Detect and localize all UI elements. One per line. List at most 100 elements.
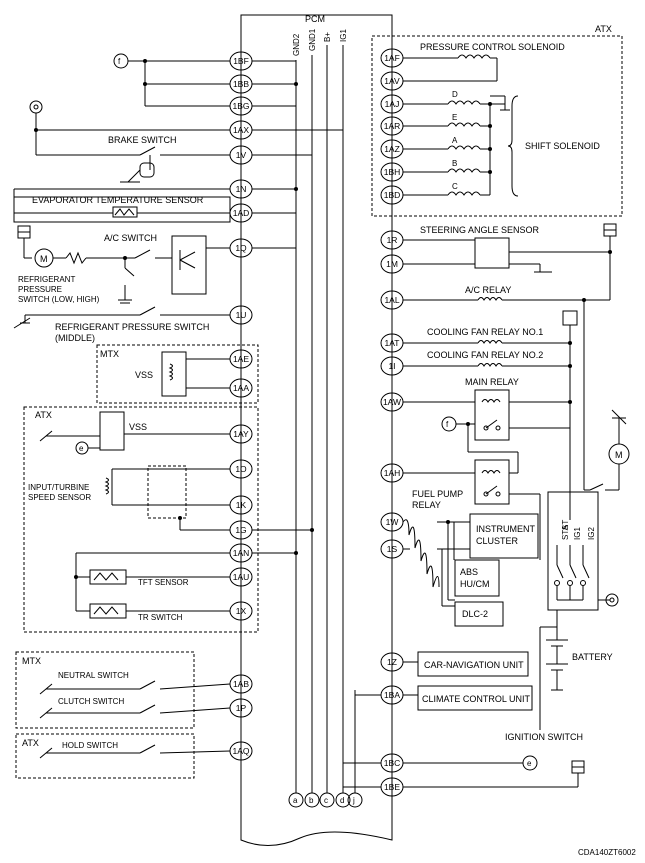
bottom-terminals: a b c d j <box>288 792 363 808</box>
hold-switch-label: HOLD SWITCH <box>62 741 118 750</box>
svg-text:1BG: 1BG <box>232 101 249 111</box>
comm-bus-devices: INSTRUMENT CLUSTER ABS HU/CM DLC-2 <box>402 513 539 627</box>
ign-st: ST <box>561 520 570 530</box>
left-pins: 1BF 1BB 1BG 1AX 1V 1N 1AD 1Q 1U 1AE 1AA … <box>229 51 253 761</box>
main-relay: MAIN RELAY f <box>403 377 572 473</box>
svg-text:1AA: 1AA <box>233 383 249 393</box>
svg-text:1AE: 1AE <box>233 354 249 364</box>
shift-d: D <box>452 90 458 99</box>
shift-e: E <box>452 113 457 122</box>
svg-text:1AW: 1AW <box>383 397 401 407</box>
svg-text:1W: 1W <box>386 517 399 527</box>
ign-ig1: IG1 <box>573 527 582 540</box>
atx-solenoids: ATX PRESSURE CONTROL SOLENOID D E A B C … <box>371 24 623 217</box>
svg-text:1BA: 1BA <box>384 690 400 700</box>
bus-ig1: IG1 <box>339 29 348 42</box>
battery-label: BATTERY <box>572 652 613 662</box>
atx-section: ATX VSS e INPUT/TURBINE SPEED SENSOR <box>23 406 314 633</box>
mtx-1-label: MTX <box>100 349 119 359</box>
svg-text:1S: 1S <box>387 544 398 554</box>
ac-switch-circuit: M A/C SWITCH REFRIGERANT PRESSURE SWITCH… <box>17 225 230 304</box>
shift-a: A <box>452 136 458 145</box>
svg-text:1X: 1X <box>236 606 247 616</box>
svg-text:1BB: 1BB <box>233 79 249 89</box>
fan-relay-1-label: COOLING FAN RELAY NO.1 <box>427 327 543 337</box>
svg-text:1BD: 1BD <box>384 190 401 200</box>
shift-solenoid-coils <box>403 95 510 196</box>
bottom-right-circuits: e <box>343 755 585 788</box>
shift-c: C <box>452 182 458 191</box>
atx-hold-switch: ATX HOLD SWITCH <box>15 733 231 779</box>
diagram-code: CDA140ZT6002 <box>578 848 636 857</box>
shift-b: B <box>452 159 457 168</box>
tr-switch-label: TR SWITCH <box>138 613 183 622</box>
tft-sensor-label: TFT SENSOR <box>138 578 189 587</box>
fuel-pump-motor: M <box>584 409 630 491</box>
svg-text:1AD: 1AD <box>233 208 250 218</box>
brake-switch-label: BRAKE SWITCH <box>108 135 177 145</box>
svg-text:1V: 1V <box>236 150 247 160</box>
refrig-switch-label-1: REFRIGERANT <box>18 275 75 284</box>
svg-text:1BF: 1BF <box>233 56 249 66</box>
motor-m-label: M <box>40 254 48 264</box>
svg-text:1AX: 1AX <box>233 125 249 135</box>
abs-label-1: ABS <box>460 567 478 577</box>
terminal-c: c <box>324 796 328 805</box>
bus-gnd2: GND2 <box>292 33 301 56</box>
svg-text:1BH: 1BH <box>384 167 401 177</box>
f-left-terminal: f <box>118 57 121 66</box>
bus-bplus: B+ <box>323 32 332 42</box>
svg-text:1AT: 1AT <box>385 338 400 348</box>
svg-text:1BC: 1BC <box>384 758 401 768</box>
ac-relay-label: A/C RELAY <box>465 285 511 295</box>
fan-relay-2-label: COOLING FAN RELAY NO.2 <box>427 350 543 360</box>
car-nav-label: CAR-NAVIGATION UNIT <box>424 660 524 670</box>
svg-text:1O: 1O <box>235 464 247 474</box>
ignition-switch-label: IGNITION SWITCH <box>505 732 583 742</box>
ign-ig2: IG2 <box>587 527 596 540</box>
terminal-d: d <box>340 796 344 805</box>
e-right-terminal: e <box>527 759 532 768</box>
terminal-j: j <box>352 796 355 805</box>
shift-solenoid-label: SHIFT SOLENOID <box>525 141 600 151</box>
pressure-solenoid-label: PRESSURE CONTROL SOLENOID <box>420 42 565 52</box>
vss-1-label: VSS <box>135 370 153 380</box>
svg-text:1AL: 1AL <box>384 295 399 305</box>
fuel-pump-relay: FUEL PUMP RELAY <box>403 459 541 560</box>
atx-1-label: ATX <box>35 410 52 420</box>
svg-text:1AF: 1AF <box>384 53 400 63</box>
svg-text:1BE: 1BE <box>384 782 400 792</box>
relay-circuits: A/C RELAY COOLING FAN RELAY NO.1 COOLING… <box>403 285 610 520</box>
svg-text:1Q: 1Q <box>235 243 247 253</box>
brake-switch: BRAKE SWITCH <box>29 100 230 183</box>
refrig-switch-label-2: PRESSURE <box>18 285 62 294</box>
fuel-pump-label-1: FUEL PUMP <box>412 489 463 499</box>
instrument-cluster-label-1: INSTRUMENT <box>476 524 535 534</box>
svg-text:1I: 1I <box>388 361 395 371</box>
svg-text:1AQ: 1AQ <box>232 746 249 756</box>
svg-text:1P: 1P <box>236 703 247 713</box>
clutch-switch-label: CLUTCH SWITCH <box>58 697 124 706</box>
refrig-middle-label-1: REFRIGERANT PRESSURE SWITCH <box>55 322 209 332</box>
motor-m2-label: M <box>615 450 623 460</box>
svg-text:1M: 1M <box>386 259 398 269</box>
svg-text:1AV: 1AV <box>384 76 400 86</box>
instrument-cluster-label-2: CLUSTER <box>476 536 519 546</box>
nav-climate: CAR-NAVIGATION UNIT CLIMATE CONTROL UNIT <box>355 651 533 711</box>
ign-sta: STA <box>561 524 570 540</box>
svg-text:1U: 1U <box>236 310 247 320</box>
climate-label: CLIMATE CONTROL UNIT <box>422 694 531 704</box>
svg-text:1R: 1R <box>387 235 398 245</box>
svg-text:1Z: 1Z <box>387 657 397 667</box>
pcm-title: PCM <box>305 14 325 24</box>
input-turbine-label-2: SPEED SENSOR <box>28 493 91 502</box>
neutral-switch-label: NEUTRAL SWITCH <box>58 671 129 680</box>
pcm-body: PCM GND2 GND1 B+ IG1 <box>240 14 393 846</box>
svg-text:1AZ: 1AZ <box>384 144 400 154</box>
evaporator-sensor: EVAPORATOR TEMPERATURE SENSOR <box>13 187 298 223</box>
svg-text:1AR: 1AR <box>384 121 401 131</box>
svg-text:1K: 1K <box>236 500 247 510</box>
mtx-2-label: MTX <box>22 656 41 666</box>
circuit-f-left: f <box>113 53 298 107</box>
